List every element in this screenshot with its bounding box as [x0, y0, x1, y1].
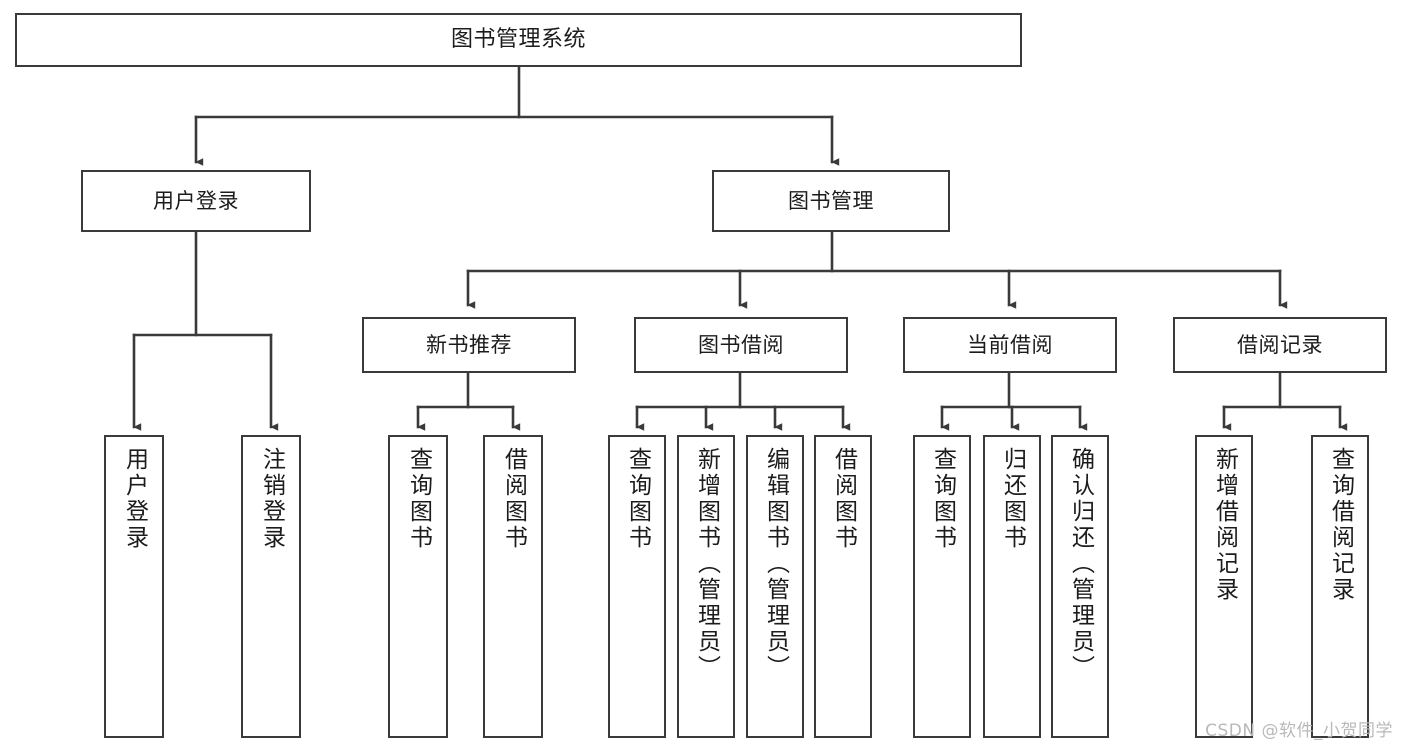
node-leaf-query-book-1-label: 查询图书	[405, 447, 432, 551]
node-leaf-user-login[interactable]: 用户登录	[104, 435, 164, 738]
node-new-book-recommend-label: 新书推荐	[426, 332, 512, 357]
node-leaf-edit-book[interactable]: 编辑图书（管理员）	[746, 435, 804, 738]
node-leaf-borrow-book-1-label: 借阅图书	[500, 447, 527, 551]
node-leaf-query-book-1[interactable]: 查询图书	[388, 435, 448, 738]
node-leaf-return-book-label: 归还图书	[999, 447, 1026, 551]
node-book-borrow[interactable]: 图书借阅	[634, 317, 848, 373]
node-book-borrow-label: 图书借阅	[698, 332, 784, 357]
watermark-text: CSDN @软件_小贺同学	[1205, 721, 1393, 741]
node-leaf-logout-login-label: 注销登录	[258, 447, 285, 551]
node-book-management[interactable]: 图书管理	[712, 170, 950, 232]
node-leaf-add-record[interactable]: 新增借阅记录	[1195, 435, 1253, 738]
node-borrow-record[interactable]: 借阅记录	[1173, 317, 1387, 373]
node-leaf-query-record-label: 查询借阅记录	[1327, 447, 1354, 603]
node-leaf-logout-login[interactable]: 注销登录	[241, 435, 301, 738]
node-user-login[interactable]: 用户登录	[81, 170, 311, 232]
node-leaf-add-book-label: 新增图书（管理员）	[693, 447, 720, 681]
node-leaf-edit-book-label: 编辑图书（管理员）	[762, 447, 789, 681]
node-leaf-confirm-return-label: 确认归还（管理员）	[1067, 447, 1094, 681]
node-leaf-borrow-book-1[interactable]: 借阅图书	[483, 435, 543, 738]
node-borrow-record-label: 借阅记录	[1237, 332, 1323, 357]
node-new-book-recommend[interactable]: 新书推荐	[362, 317, 576, 373]
node-leaf-add-book[interactable]: 新增图书（管理员）	[677, 435, 735, 738]
node-leaf-return-book[interactable]: 归还图书	[983, 435, 1041, 738]
node-leaf-confirm-return[interactable]: 确认归还（管理员）	[1051, 435, 1109, 738]
node-leaf-query-book-2-label: 查询图书	[624, 447, 651, 551]
node-leaf-borrow-book-2[interactable]: 借阅图书	[814, 435, 872, 738]
node-root[interactable]: 图书管理系统	[15, 13, 1022, 67]
node-current-borrow[interactable]: 当前借阅	[903, 317, 1117, 373]
node-user-login-label: 用户登录	[153, 188, 239, 213]
node-leaf-add-record-label: 新增借阅记录	[1211, 447, 1238, 603]
node-leaf-query-book-2[interactable]: 查询图书	[608, 435, 666, 738]
node-book-management-label: 图书管理	[788, 188, 874, 213]
node-leaf-user-login-label: 用户登录	[121, 447, 148, 551]
node-leaf-query-book-3[interactable]: 查询图书	[913, 435, 971, 738]
node-root-label: 图书管理系统	[450, 27, 586, 53]
node-leaf-borrow-book-2-label: 借阅图书	[830, 447, 857, 551]
node-leaf-query-book-3-label: 查询图书	[929, 447, 956, 551]
node-current-borrow-label: 当前借阅	[967, 332, 1053, 357]
node-leaf-query-record[interactable]: 查询借阅记录	[1311, 435, 1369, 738]
